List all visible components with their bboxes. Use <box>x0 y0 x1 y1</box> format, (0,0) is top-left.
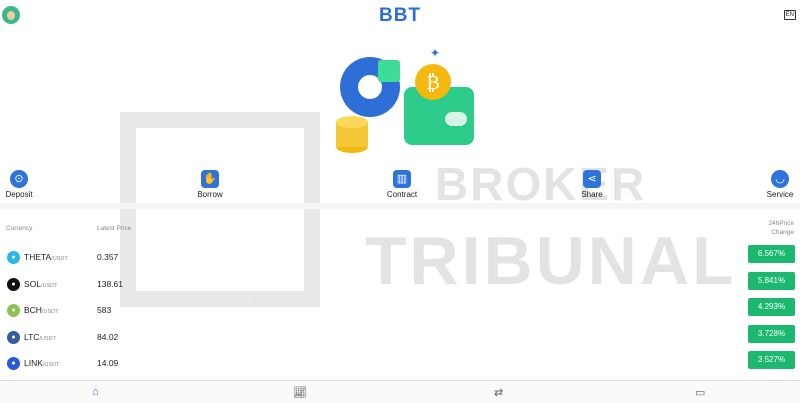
change-badge: 3.527% <box>748 351 795 369</box>
change-badge: 3.728% <box>748 324 795 343</box>
menu-label: Share <box>581 190 603 199</box>
header-change: 24hPrice Change <box>768 220 794 236</box>
latest-price: 138.61 <box>97 278 123 289</box>
menu-label: Contract <box>386 190 418 199</box>
change-badge: 4.293% <box>748 298 795 316</box>
menu-label: Borrow <box>197 190 223 199</box>
pair-symbol: LINK/USDT <box>24 358 60 368</box>
contract-icon: ▥ <box>393 170 411 188</box>
bottom-nav: ⌂ 📈︎ ⇄ ▭ <box>0 380 800 403</box>
pair-symbol: BCH/USDT <box>24 305 59 315</box>
coin-icon: ● <box>7 330 20 344</box>
latest-price: 0.357 <box>97 252 119 262</box>
menu-deposit[interactable]: ⊙ Deposit <box>0 170 49 199</box>
latest-price: 14.09 <box>97 358 119 368</box>
coin-icon: ● <box>7 251 20 264</box>
table-row[interactable]: ● THETA/USDT 0.357 6.567% <box>0 245 800 271</box>
language-button[interactable]: EN <box>783 10 796 20</box>
quick-menu: ⊙ Deposit ✋ Borrow ▥ Contract ⋖ Share ◡ Servi… <box>0 170 800 202</box>
svg-text:✦: ✦ <box>430 46 440 60</box>
coin-icon: ● <box>7 277 20 291</box>
menu-label: Deposit <box>5 190 33 199</box>
hero-illustration: ₿ ✦ <box>336 46 474 153</box>
menu-borrow[interactable]: ✋ Borrow <box>180 170 240 199</box>
menu-label: Service <box>766 190 794 199</box>
svg-text:₿: ₿ <box>426 70 440 94</box>
app-title: BBT <box>378 5 422 26</box>
menu-service[interactable]: ◡ Service <box>750 170 800 199</box>
change-badge: 5.841% <box>748 271 795 290</box>
coin-icon: ● <box>7 304 20 317</box>
trade-icon[interactable]: ⇄ <box>494 387 504 399</box>
wallet-icon[interactable]: ▭ <box>695 387 706 399</box>
menu-contract[interactable]: ▥ Contract <box>372 170 432 199</box>
menu-share[interactable]: ⋖ Share <box>562 170 622 199</box>
pair-symbol: LTC/USDT <box>24 331 56 342</box>
share-icon: ⋖ <box>583 170 601 188</box>
table-row[interactable]: ● LTC/USDT 84.02 3.728% <box>0 324 800 351</box>
avatar[interactable] <box>2 6 20 24</box>
latest-price: 84.02 <box>97 331 119 342</box>
header-currency: Currency <box>6 225 33 232</box>
home-icon[interactable]: ⌂ <box>92 386 99 398</box>
pair-symbol: SOL/USDT <box>24 278 58 289</box>
pair-symbol: THETA/USDT <box>24 252 68 262</box>
table-row[interactable]: ● BCH/USDT 583 4.293% <box>0 298 800 324</box>
borrow-icon: ✋ <box>201 170 219 188</box>
latest-price: 583 <box>97 305 112 315</box>
coin-icon: ● <box>7 357 20 370</box>
market-icon[interactable]: 📈︎ <box>293 387 307 399</box>
table-row[interactable]: ● SOL/USDT 138.61 5.841% <box>0 271 800 298</box>
header-price: Latest Price <box>97 225 132 232</box>
deposit-icon: ⊙ <box>10 170 28 188</box>
table-row[interactable]: ● LINK/USDT 14.09 3.527% <box>0 351 800 377</box>
change-badge: 6.567% <box>748 245 795 263</box>
service-icon: ◡ <box>771 170 789 188</box>
top-bar: BBT EN <box>0 0 800 30</box>
divider <box>0 203 800 209</box>
